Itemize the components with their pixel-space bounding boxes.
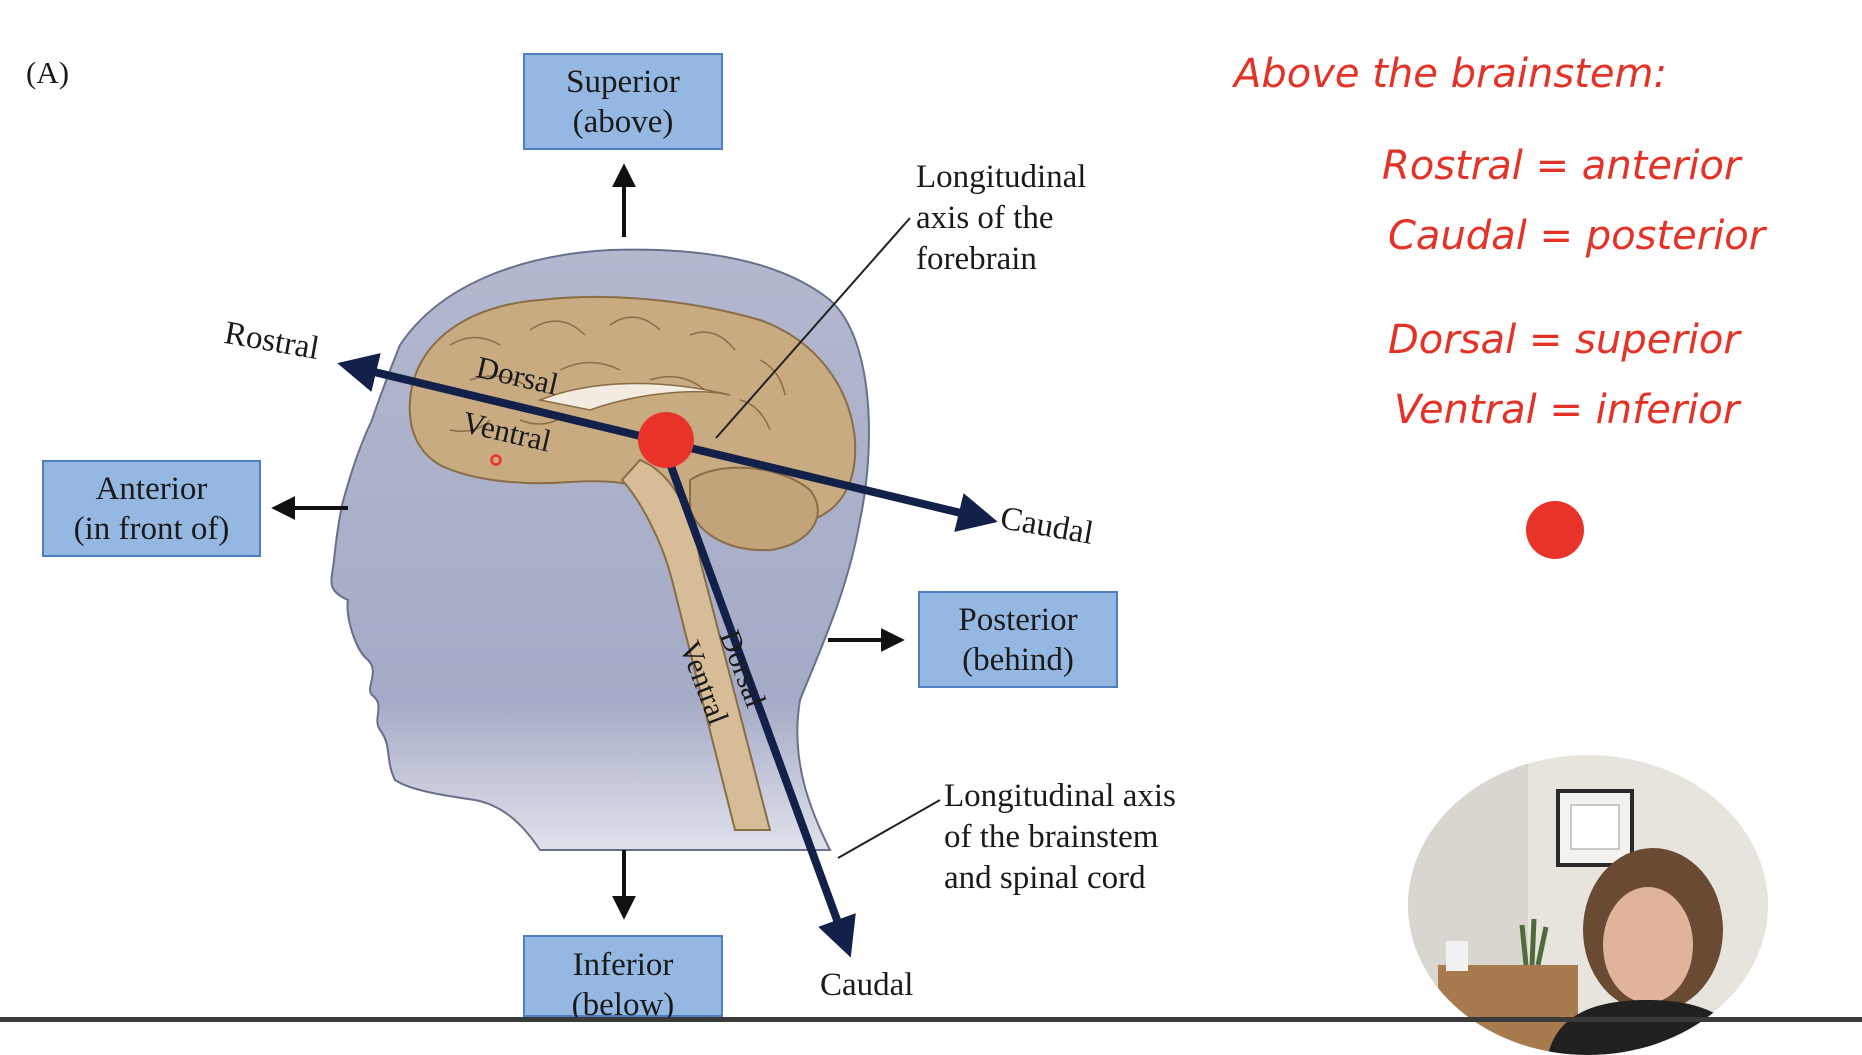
superior-box-line-1: Superior [566, 63, 680, 100]
forebrain-callout-line-1: Longitudinal [916, 159, 1087, 195]
anterior-box: Anterior (in front of) [42, 460, 261, 557]
panel-label: (A) [26, 55, 70, 90]
inferior-box: Inferior (below) [523, 935, 723, 1023]
brainstem-callout-line-1: Longitudinal axis [944, 778, 1176, 814]
annotation-heading: Above the brainstem: [1234, 51, 1667, 97]
anterior-box-line-1: Anterior [95, 470, 208, 507]
brainstem-axis-arrow [664, 456, 856, 958]
caudal-brainstem-label: Caudal [820, 967, 914, 1003]
annotation-ventral: Ventral = inferior [1394, 387, 1740, 433]
slide-canvas: (A) Superior (above) Anterior (in front … [0, 51, 1862, 1055]
forebrain-callout-leader [715, 217, 911, 439]
posterior-box-line-2: (behind) [962, 641, 1074, 678]
forebrain-callout-line-2: axis of the [916, 200, 1054, 236]
superior-box: Superior (above) [523, 53, 723, 150]
posterior-box-line-1: Posterior [958, 601, 1078, 638]
bottom-edge-bar [0, 1017, 1862, 1022]
brainstem-axis-callout: Longitudinal axis of the brainstem and s… [944, 776, 1176, 899]
annotation-red-dot [1526, 501, 1584, 559]
red-marker [638, 412, 694, 468]
annotation-caudal: Caudal = posterior [1388, 213, 1766, 259]
brainstem-callout-leader [837, 799, 941, 859]
annotation-rostral: Rostral = anterior [1382, 143, 1741, 189]
presenter-webcam [1408, 755, 1768, 1055]
superior-box-line-2: (above) [572, 103, 674, 140]
brain-anatomy-illustration [271, 163, 1584, 958]
presenter-video-frame [1408, 755, 1768, 1055]
anterior-box-line-2: (in front of) [73, 510, 230, 547]
brainstem-callout-line-3: and spinal cord [944, 860, 1146, 896]
annotation-dorsal: Dorsal = superior [1388, 317, 1740, 363]
forebrain-axis-callout: Longitudinal axis of the forebrain [916, 157, 1086, 280]
inferior-box-line-1: Inferior [572, 947, 674, 983]
forebrain-callout-line-3: forebrain [916, 241, 1037, 277]
brainstem-callout-line-2: of the brainstem [944, 819, 1159, 855]
posterior-box: Posterior (behind) [918, 591, 1118, 688]
small-red-marker [490, 454, 502, 466]
